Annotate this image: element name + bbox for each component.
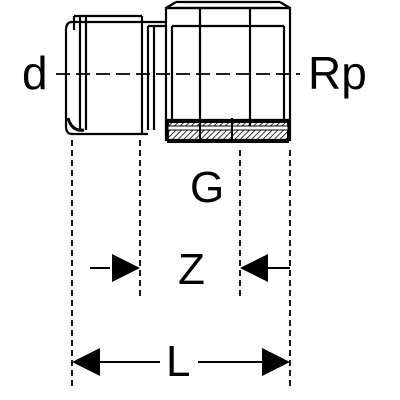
label-g: G xyxy=(190,163,225,212)
label-l: L xyxy=(166,337,191,386)
section-hatching xyxy=(167,118,289,143)
label-rp: Rp xyxy=(308,47,367,99)
l-dimension xyxy=(72,348,290,376)
press-fit-body xyxy=(64,14,166,136)
hex-nut xyxy=(164,0,292,142)
extension-lines xyxy=(71,140,291,390)
l-arrow-left xyxy=(72,348,100,376)
z-arrow-right xyxy=(240,254,268,282)
label-d: d xyxy=(22,47,48,99)
z-arrow-left xyxy=(112,254,140,282)
label-z: Z xyxy=(178,245,205,294)
l-arrow-right xyxy=(262,348,290,376)
press-bead xyxy=(66,117,85,132)
z-dimension xyxy=(90,254,290,282)
